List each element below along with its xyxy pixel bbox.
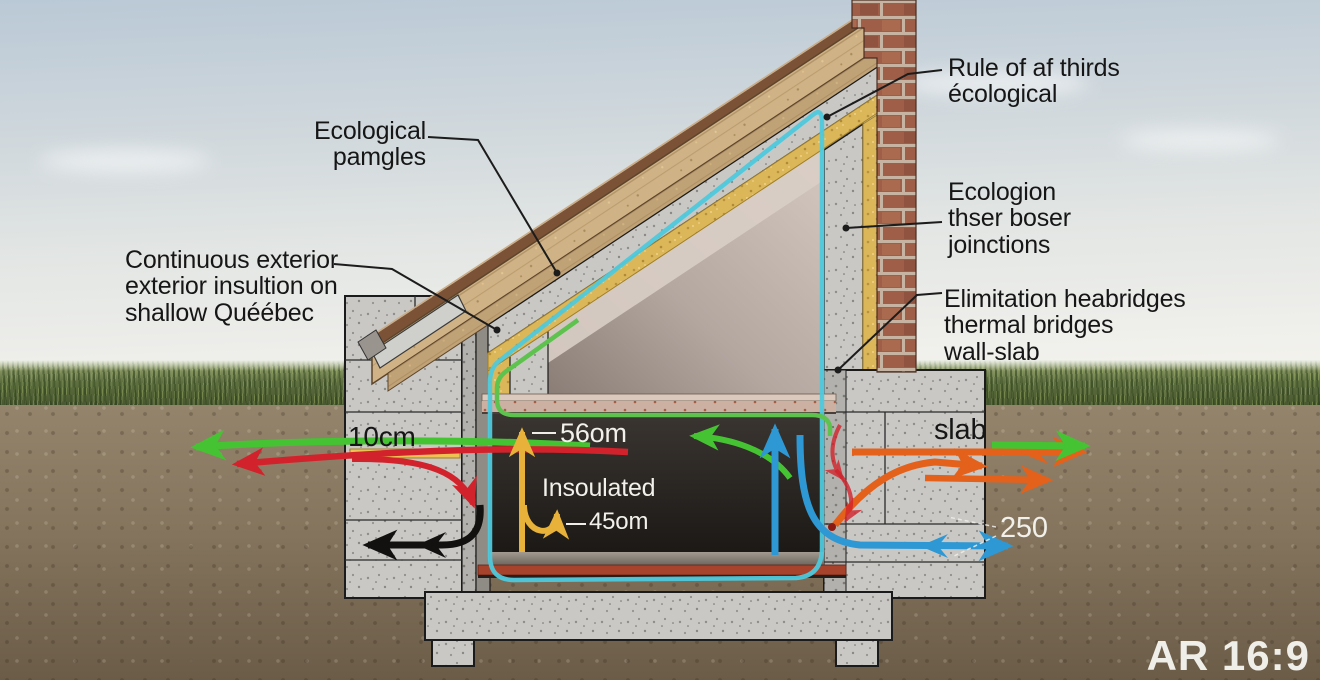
cloud (40, 150, 210, 172)
label-slab: slab (934, 414, 987, 446)
callout-ecologion-junctions: Ecologion thser boser joinctions (948, 178, 1071, 259)
arrow-red-wall-2 (834, 468, 863, 523)
brick-wall (851, 0, 917, 373)
roof-cap-board (370, 0, 888, 350)
arrow-green-right (991, 430, 1091, 462)
ceiling-face (548, 148, 824, 363)
arrow-yellow-hook (521, 504, 570, 540)
dim-left-wall: 10cm (348, 421, 416, 452)
arrow-blue-right (796, 434, 1014, 562)
dim-crawl-height: 56om (560, 418, 627, 448)
callout-ecological-panels: Ecological pamgles (314, 117, 426, 172)
dim-hook: 45om (589, 508, 649, 535)
callout-leaders (333, 69, 943, 374)
cloud (900, 70, 1090, 96)
callout-rule-of-thirds: Rule of af thirds écological (948, 54, 1120, 109)
cloud (1120, 130, 1280, 150)
arrow-red-left (231, 446, 629, 476)
slab-membrane-red (477, 564, 847, 576)
arrow-orange-3 (924, 465, 1054, 494)
right-wall (823, 114, 986, 599)
right-wall-insulation-strip (862, 114, 878, 373)
label-insulated: Insoulated (542, 474, 656, 502)
footing-slab (424, 591, 893, 667)
heat-flow-arrows (190, 423, 1091, 562)
aspect-ratio-watermark: AR 16:9 (1146, 632, 1310, 679)
callout-elimination-bridges: Elimitation heabridges thermal bridges w… (944, 285, 1186, 366)
arrow-green-left (190, 429, 591, 461)
attic-floor (481, 393, 837, 414)
arrow-green-crawl (689, 424, 793, 480)
crawl-space (477, 413, 847, 578)
roof-assembly (357, 0, 888, 392)
arrow-red-down (351, 455, 477, 509)
callout-continuous-exterior: Continuous exterior exterior insultion o… (125, 246, 338, 327)
air-barrier-line-cyan (487, 110, 825, 583)
floor-membrane-line-green (494, 318, 833, 436)
dimension-leaders (532, 432, 997, 558)
dim-right-depth: 250 (1000, 512, 1048, 544)
eave-gutter (357, 329, 387, 361)
arrow-black-left (362, 504, 484, 561)
